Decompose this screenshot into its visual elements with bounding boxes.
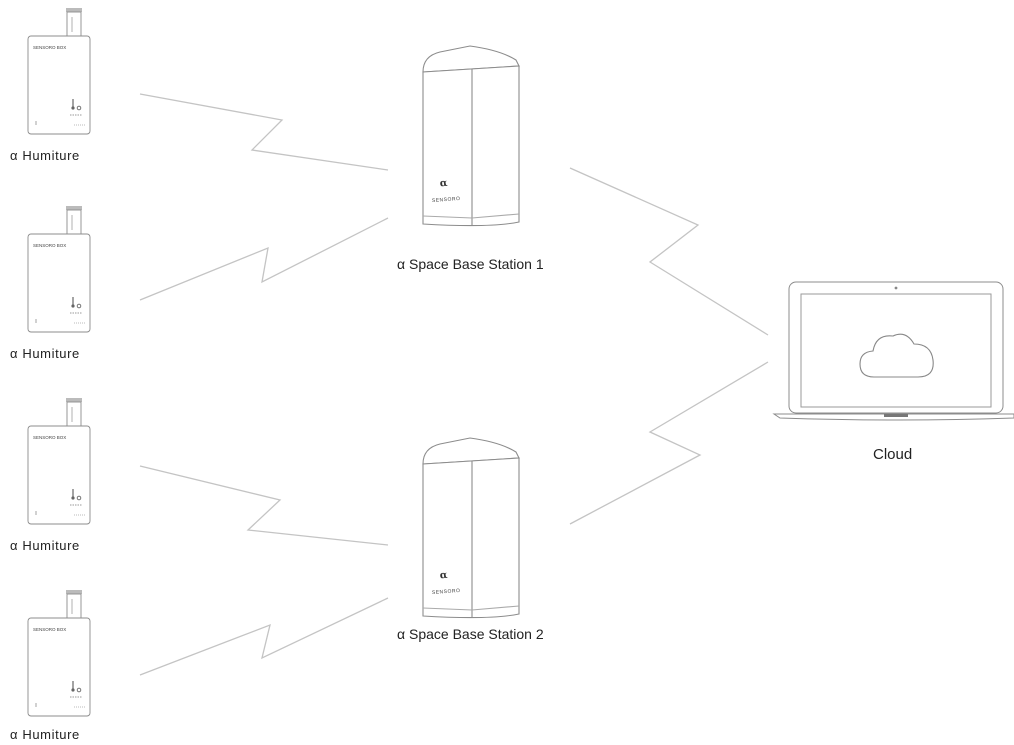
station-base-line-right bbox=[471, 213, 520, 219]
station-body bbox=[422, 65, 520, 227]
station-top bbox=[422, 45, 520, 73]
sensor-antenna-cap bbox=[66, 8, 82, 12]
station-logo: α bbox=[439, 570, 448, 582]
station-base-line bbox=[422, 607, 473, 611]
sensor-antenna-cap bbox=[66, 398, 82, 402]
sensor-antenna bbox=[66, 593, 82, 619]
station-body bbox=[422, 457, 520, 619]
cloud-icon bbox=[859, 333, 934, 378]
link-station-1 bbox=[569, 167, 769, 336]
sensor-box-text: SENSORO BOX bbox=[33, 627, 66, 632]
link-station-2 bbox=[569, 361, 769, 525]
station-base-line bbox=[422, 215, 473, 219]
laptop-notch bbox=[884, 414, 908, 417]
link-sensor-1 bbox=[139, 93, 389, 171]
thermometer-icon bbox=[71, 496, 75, 500]
link-sensor-3 bbox=[139, 465, 389, 546]
sensor-label-2: α Humiture bbox=[10, 346, 80, 361]
laptop-screen bbox=[800, 293, 992, 408]
sensor-box-text: SENSORO BOX bbox=[33, 243, 66, 248]
sensor-label-3: α Humiture bbox=[10, 538, 80, 553]
station-brand: SENSORO bbox=[432, 588, 461, 596]
sensor-device: SENSORO BOX bbox=[27, 8, 91, 135]
cloud-label: Cloud bbox=[873, 446, 913, 463]
laptop-camera bbox=[894, 286, 898, 290]
sensor-device: SENSORO BOX bbox=[27, 590, 91, 717]
thermometer-icon bbox=[71, 688, 75, 692]
station-links bbox=[569, 167, 769, 525]
thermometer-icon bbox=[71, 304, 75, 308]
link-sensor-2 bbox=[139, 217, 389, 301]
sensor-device: SENSORO BOX bbox=[27, 206, 91, 333]
sensor-antenna bbox=[66, 401, 82, 427]
station-top bbox=[422, 437, 520, 465]
sensor-label-4: α Humiture bbox=[10, 727, 80, 742]
station-label-2: α Space Base Station 2 bbox=[397, 626, 544, 642]
droplet-icon bbox=[76, 495, 82, 501]
sensor-label-1: α Humiture bbox=[10, 148, 80, 163]
sensor-box bbox=[27, 233, 91, 333]
droplet-icon bbox=[76, 687, 82, 693]
thermometer-icon bbox=[71, 106, 75, 110]
sensor-devices: SENSORO BOX SENSORO BOX SENSORO BOX SENSORO… bbox=[27, 8, 91, 717]
sensor-box-text: SENSORO BOX bbox=[33, 45, 66, 50]
sensor-device: SENSORO BOX bbox=[27, 398, 91, 525]
station-base-line-right bbox=[471, 605, 520, 611]
sensor-antenna-cap bbox=[66, 590, 82, 594]
sensor-box bbox=[27, 35, 91, 135]
sensor-antenna bbox=[66, 209, 82, 235]
laptop bbox=[772, 281, 1014, 421]
laptop-lid bbox=[788, 281, 1004, 414]
sensor-box-text: SENSORO BOX bbox=[33, 435, 66, 440]
droplet-icon bbox=[76, 105, 82, 111]
station-label-1: α Space Base Station 1 bbox=[397, 256, 544, 272]
sensor-box bbox=[27, 617, 91, 717]
station-logo: α bbox=[439, 178, 448, 190]
droplet-icon bbox=[76, 303, 82, 309]
sensor-links bbox=[139, 93, 389, 676]
sensor-box bbox=[27, 425, 91, 525]
link-sensor-4 bbox=[139, 597, 389, 676]
sensor-antenna-cap bbox=[66, 206, 82, 210]
sensor-antenna bbox=[66, 11, 82, 37]
station-brand: SENSORO bbox=[432, 196, 461, 204]
